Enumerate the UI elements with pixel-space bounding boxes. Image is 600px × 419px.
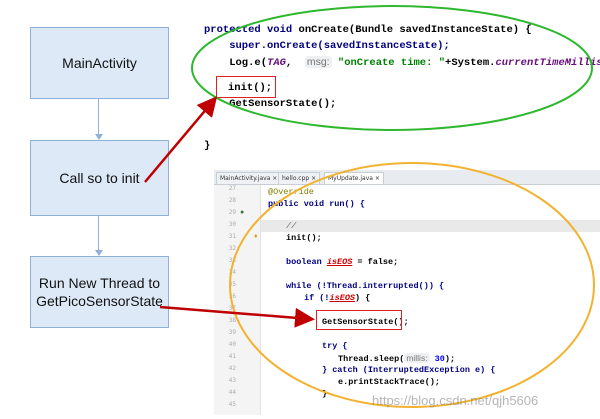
line-number: 33 <box>228 257 236 264</box>
line-number: 40 <box>228 341 236 348</box>
current-line-highlight <box>261 220 600 232</box>
call-init-label: Call so to init <box>59 170 140 186</box>
line-number: 27 <box>228 185 236 192</box>
line-number: 43 <box>228 377 236 384</box>
code-catch-line: } catch (InterruptedException e) { <box>322 365 496 375</box>
code-line-getsensorstate: GetSensorState(); <box>204 98 337 110</box>
connector-arrow-2 <box>95 250 103 256</box>
code-close-brace: } <box>322 389 328 399</box>
code-override: @Override <box>268 187 314 197</box>
line-number: 41 <box>228 353 236 360</box>
line-number: 29 <box>228 209 236 216</box>
code-run-signature: public void run() { <box>268 199 365 209</box>
tab-myupdate[interactable]: MyUpdate.java × <box>324 172 384 184</box>
line-number: 28 <box>228 197 236 204</box>
tab-mainactivity[interactable]: MainActivity.java × <box>216 172 282 184</box>
mainactivity-label: MainActivity <box>62 55 137 71</box>
mainactivity-box: MainActivity <box>30 27 169 99</box>
call-init-box: Call so to init <box>30 140 169 216</box>
code-line-super: super.onCreate(savedInstanceState); <box>204 40 450 52</box>
line-number: 30 <box>228 221 236 228</box>
line-number: 39 <box>228 329 236 336</box>
code-printstacktrace: e.printStackTrace(); <box>338 377 441 387</box>
bulb-icon[interactable]: ♦ <box>254 233 258 240</box>
editor-tabs: MainActivity.java × hello.cpp × MyUpdate… <box>214 170 600 185</box>
line-number: 45 <box>228 401 236 408</box>
connector-line-2 <box>98 215 99 250</box>
line-number: 44 <box>228 389 236 396</box>
run-thread-box: Run New Thread to GetPicoSensorState <box>30 256 169 328</box>
run-thread-label: Run New Thread to GetPicoSensorState <box>36 275 163 309</box>
code-try-line: try { <box>322 341 348 351</box>
code-comment: // <box>286 221 297 231</box>
line-number: 42 <box>228 365 236 372</box>
line-number: 36 <box>228 293 236 300</box>
ide-panel: MainActivity.java × hello.cpp × MyUpdate… <box>214 170 600 415</box>
watermark: https://blog.csdn.net/qjh5606 <box>372 393 539 408</box>
connector-line-1 <box>98 98 99 134</box>
run-gutter-icon[interactable]: ● <box>240 209 245 216</box>
line-gutter: 27 28 29 30 31 32 33 34 35 36 37 38 39 4… <box>214 185 261 415</box>
code-init-call: init(); <box>286 233 322 243</box>
line-number: 31 <box>228 233 236 240</box>
line-number: 34 <box>228 269 236 276</box>
code-if-line: if (!isEOS) { <box>304 293 371 303</box>
line-number: 38 <box>228 317 236 324</box>
init-highlight-box <box>216 76 276 98</box>
connector-arrow-1 <box>95 134 103 140</box>
getsensorstate-highlight-box <box>316 310 402 330</box>
code-line-oncreate: protected void onCreate(Bundle savedInst… <box>204 24 532 36</box>
line-number: 37 <box>228 305 236 312</box>
code-line-log: Log.e(TAG, msg: "onCreate time: "+System… <box>204 56 600 69</box>
code-while-line: while (!Thread.interrupted()) { <box>286 281 445 291</box>
line-number: 32 <box>228 245 236 252</box>
tab-hello[interactable]: hello.cpp × <box>278 172 321 184</box>
code-line-close: } <box>204 140 211 152</box>
line-number: 35 <box>228 281 236 288</box>
code-boolean-line: boolean isEOS = false; <box>286 257 399 267</box>
